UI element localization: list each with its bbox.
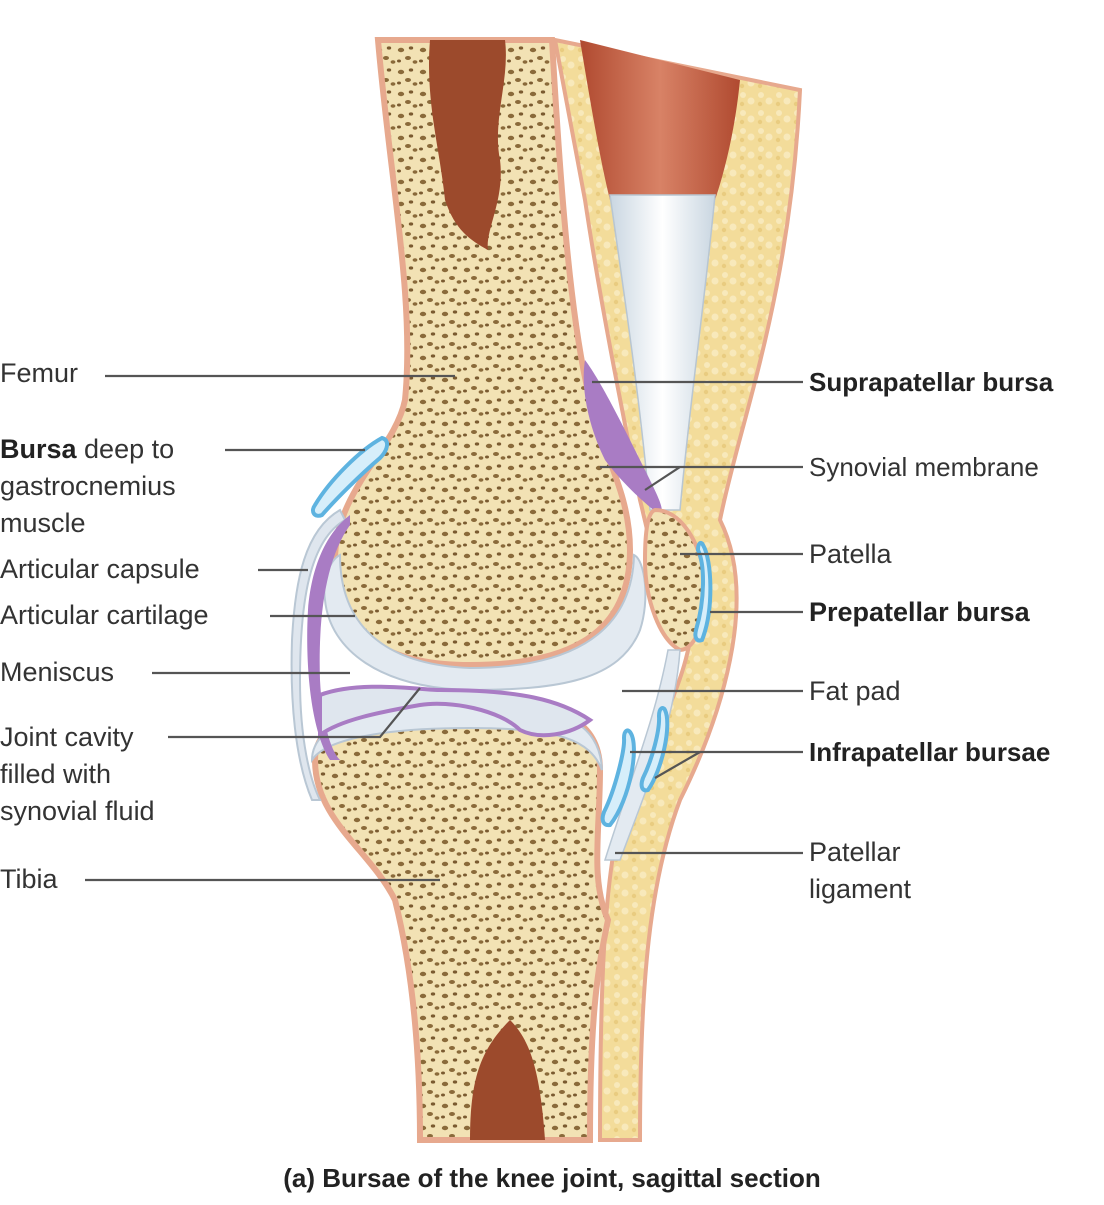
label-fat-pad: Fat pad <box>809 676 901 706</box>
label-bursa-line2: gastrocnemius <box>0 471 176 501</box>
quadriceps-tendon <box>609 194 716 511</box>
bursa-gastrocnemius <box>311 435 389 518</box>
femur-marrow <box>428 40 506 250</box>
label-joint-cavity-1: Joint cavity <box>0 722 134 752</box>
label-synovial-membrane: Synovial membrane <box>809 452 1039 482</box>
label-articular-cartilage: Articular cartilage <box>0 600 209 630</box>
label-patella: Patella <box>809 539 892 569</box>
articular-capsule <box>290 508 347 801</box>
label-femur: Femur <box>0 358 79 388</box>
leader-lines <box>85 374 803 882</box>
leader-infrapatellar-bursae-branch <box>654 751 701 779</box>
prepatellar-bursa-shape <box>693 541 713 643</box>
label-articular-capsule: Articular capsule <box>0 554 200 584</box>
label-bursa-gastrocnemius: Bursa deep to <box>0 431 174 468</box>
label-patellar-ligament-1: Patellar <box>809 837 901 867</box>
label-meniscus: Meniscus <box>0 657 115 687</box>
femur-bone <box>331 37 634 669</box>
femur-articular-cartilage <box>323 553 647 692</box>
label-joint-cavity-3: synovial fluid <box>0 796 155 826</box>
label-prepatellar-bursa: Prepatellar bursa <box>809 597 1030 627</box>
tibia-bone <box>311 696 612 1143</box>
label-bursa-line3: muscle <box>0 508 86 538</box>
label-bursa-rest: deep to <box>76 434 175 464</box>
label-bursa-bold: Bursa <box>0 434 77 464</box>
label-infrapatellar-bursae: Infrapatellar bursae <box>809 737 1051 767</box>
leader-joint-cavity <box>168 687 421 739</box>
figure-caption: (a) Bursae of the knee joint, sagittal s… <box>283 1163 821 1193</box>
quadriceps-muscle <box>580 40 740 200</box>
infrapatellar-bursa-deep <box>600 728 636 828</box>
infrapatellar-bursa-superficial <box>639 706 670 793</box>
suprapatellar-bursa-shape <box>583 360 662 515</box>
label-tibia: Tibia <box>0 864 58 894</box>
synovial-membrane-posterior <box>307 515 350 760</box>
label-patellar-ligament-2: ligament <box>809 874 912 904</box>
label-joint-cavity-2: filled with <box>0 759 112 789</box>
meniscus <box>318 684 594 739</box>
leader-synovial-membrane <box>600 465 803 491</box>
tibia-marrow <box>470 1020 545 1140</box>
label-suprapatellar-bursa: Suprapatellar bursa <box>809 367 1054 397</box>
